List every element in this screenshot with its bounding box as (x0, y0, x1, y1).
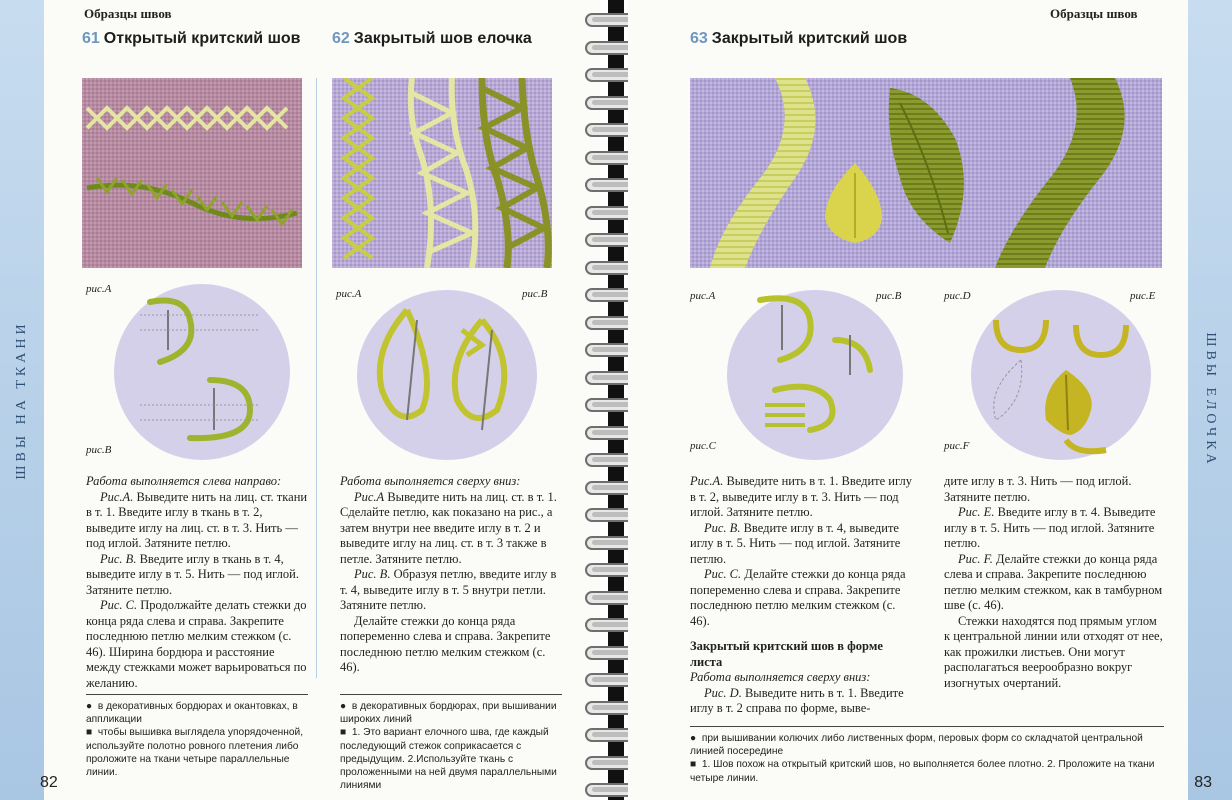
stitch-63-leaf-intro: Работа выполняется сверху вниз: (690, 670, 871, 684)
bullet-circle-icon: ● (340, 701, 352, 712)
stitch-62-intro: Работа выполняется сверху вниз: (340, 474, 521, 488)
bullet-square-icon: ■ (340, 727, 352, 739)
stitch-62-notes: ● в декоративных бордюрах, при вышивании… (340, 700, 562, 792)
stitch-63-instructions-col1: Рис.А. Выведите нить в т. 1. Введите игл… (690, 474, 912, 717)
bullet-circle-icon: ● (86, 701, 98, 712)
stitch-61-number: 61 (82, 30, 100, 47)
stitch-61-note-divider (86, 694, 308, 695)
stitch-61-para-3: Рис. C. Продолжайте делать стежки до кон… (86, 598, 307, 690)
stitch-63-diagram-def (966, 280, 1151, 465)
stitch-63-para-d-cont: дите иглу в т. 3. Нить — под иглой. Затя… (944, 474, 1132, 504)
stitch-62-instructions: Работа выполняется сверху вниз: Рис.А Вы… (340, 474, 562, 676)
stitch-62-fig-b-label: рис.B (522, 288, 548, 300)
left-page-header: Образцы швов (84, 6, 172, 21)
right-page-header: Образцы швов (1050, 6, 1138, 21)
stitch-61-instructions: Работа выполняется слева направо: Рис.А.… (86, 474, 308, 691)
bullet-circle-icon: ● (690, 733, 702, 744)
bullet-square-icon: ■ (690, 759, 702, 771)
stitch-63-para-f: Рис. F. Делайте стежки до конца ряда сле… (944, 551, 1163, 613)
stitch-61-title-text: Открытый критский шов (103, 30, 301, 47)
stitch-61-photo (82, 78, 302, 268)
stitch-63-usage-note: ● при вышивании колючих либо лиственных … (690, 733, 1143, 758)
stitch-62-diagram (352, 280, 542, 465)
stitch-61-tip-note: ■ чтобы вышивка выглядела упорядоченной,… (86, 727, 304, 779)
stitch-63-para-a: Рис.А. Выведите нить в т. 1. Введите игл… (690, 474, 912, 519)
stitch-63-para-d: Рис. D. Выведите нить в т. 1. Введите иг… (690, 685, 904, 716)
stitch-62-title-text: Закрытый шов елочка (353, 30, 532, 47)
stitch-61-diagram (110, 280, 295, 465)
left-page-number: 82 (40, 774, 58, 791)
stitch-61-para-2: Рис. B. Введите иглу в ткань в т. 4, выв… (86, 551, 299, 597)
stitch-62-fig-a-label: рис.А (336, 288, 362, 300)
stitch-63-diagram-abc (720, 280, 905, 465)
stitch-63-title-text: Закрытый критский шов (711, 30, 908, 47)
stitch-61-fig-b-label: рис.B (86, 444, 112, 456)
stitch-61-fig-a-label: рис.А (86, 283, 112, 295)
stitch-63-fig-a-label: рис.А (690, 290, 716, 302)
stitch-63-notes: ● при вышивании колючих либо лиственных … (690, 732, 1164, 785)
stitch-61-usage-note: ● в декоративных бордюрах и окантовках, … (86, 701, 298, 726)
bullet-square-icon: ■ (86, 727, 98, 739)
stitch-63-number: 63 (690, 30, 708, 47)
stitch-62-number: 62 (332, 30, 350, 47)
stitch-63-para-b: Рис. B. Введите иглу в т. 4, выведите иг… (690, 520, 901, 566)
right-page-number: 83 (1194, 774, 1212, 791)
stitch-63-fig-d-label: рис.D (944, 290, 971, 302)
stitch-63-fig-e-label: рис.E (1130, 290, 1156, 302)
stitch-63-leaf-subtitle: Закрытый критский шов в форме листа (690, 639, 883, 669)
stitch-63-tip-note: ■ 1. Шов похож на открытый критский шов,… (690, 759, 1155, 784)
stitch-63-para-e: Рис. E. Введите иглу в т. 4. Выведите иг… (944, 505, 1156, 550)
column-divider (316, 78, 317, 678)
stitch-63-para-c: Рис. C. Делайте стежки до конца ряда поп… (690, 567, 906, 628)
stitch-63-instructions-col2: дите иглу в т. 3. Нить — под иглой. Затя… (944, 474, 1164, 691)
stitch-63-para-veins: Стежки находятся под прямым углом к цент… (944, 613, 1163, 690)
stitch-63-photo (690, 78, 1162, 268)
stitch-63-fig-f-label: рис.F (944, 440, 970, 452)
stitch-61-notes: ● в декоративных бордюрах и окантовках, … (86, 700, 308, 779)
stitch-63-fig-c-label: рис.C (690, 440, 716, 452)
left-band-label: ШВЫ НА ТКАНИ (14, 320, 29, 480)
left-side-band: ШВЫ НА ТКАНИ (0, 0, 44, 800)
stitch-61-para-1: Рис.А. Выведите нить на лиц. ст. ткани в… (86, 489, 308, 551)
stitch-62-tip-note: ■ 1. Это вариант елочного шва, где кажды… (340, 727, 557, 792)
stitch-61-intro: Работа выполняется слева направо: (86, 474, 282, 488)
stitch-62-photo (332, 78, 552, 268)
right-band-label: ШВЫ ЕЛОЧКА (1203, 332, 1218, 468)
stitch-62-note-divider (340, 694, 562, 695)
stitch-62-para-2: Рис. B. Образуя петлю, введите иглу в т.… (340, 567, 557, 612)
stitch-63-note-divider (690, 726, 1164, 727)
stitch-62-para-3: Делайте стежки до конца ряда попеременно… (340, 613, 551, 675)
right-side-band: ШВЫ ЕЛОЧКА (1188, 0, 1232, 800)
stitch-62-usage-note: ● в декоративных бордюрах, при вышивании… (340, 701, 557, 726)
stitch-62-para-1: Рис.А Выведите нить на лиц. ст. в т. 1. … (340, 489, 557, 566)
stitch-63-fig-b-label: рис.B (876, 290, 902, 302)
